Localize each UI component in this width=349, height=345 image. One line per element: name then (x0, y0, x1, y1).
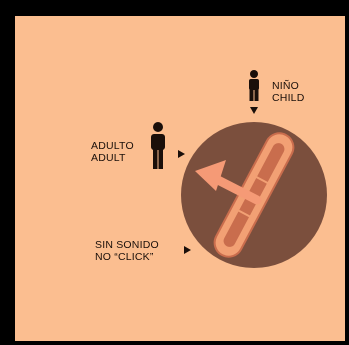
child-pointer-icon (250, 107, 258, 114)
adult-pointer-icon (178, 150, 185, 158)
adult-icon (151, 122, 165, 169)
nosound-label-en: NO “CLICK” (95, 251, 154, 263)
child-icon (249, 70, 259, 101)
nosound-pointer-icon (184, 246, 191, 254)
nosound-label-es: SIN SONIDO (95, 239, 159, 251)
adult-label-en: ADULT (91, 152, 126, 164)
adult-label-es: ADULTO (91, 140, 134, 152)
arrow-icon (195, 160, 262, 205)
child-label-en: CHILD (272, 92, 305, 104)
child-label-es: NIÑO (272, 80, 300, 92)
